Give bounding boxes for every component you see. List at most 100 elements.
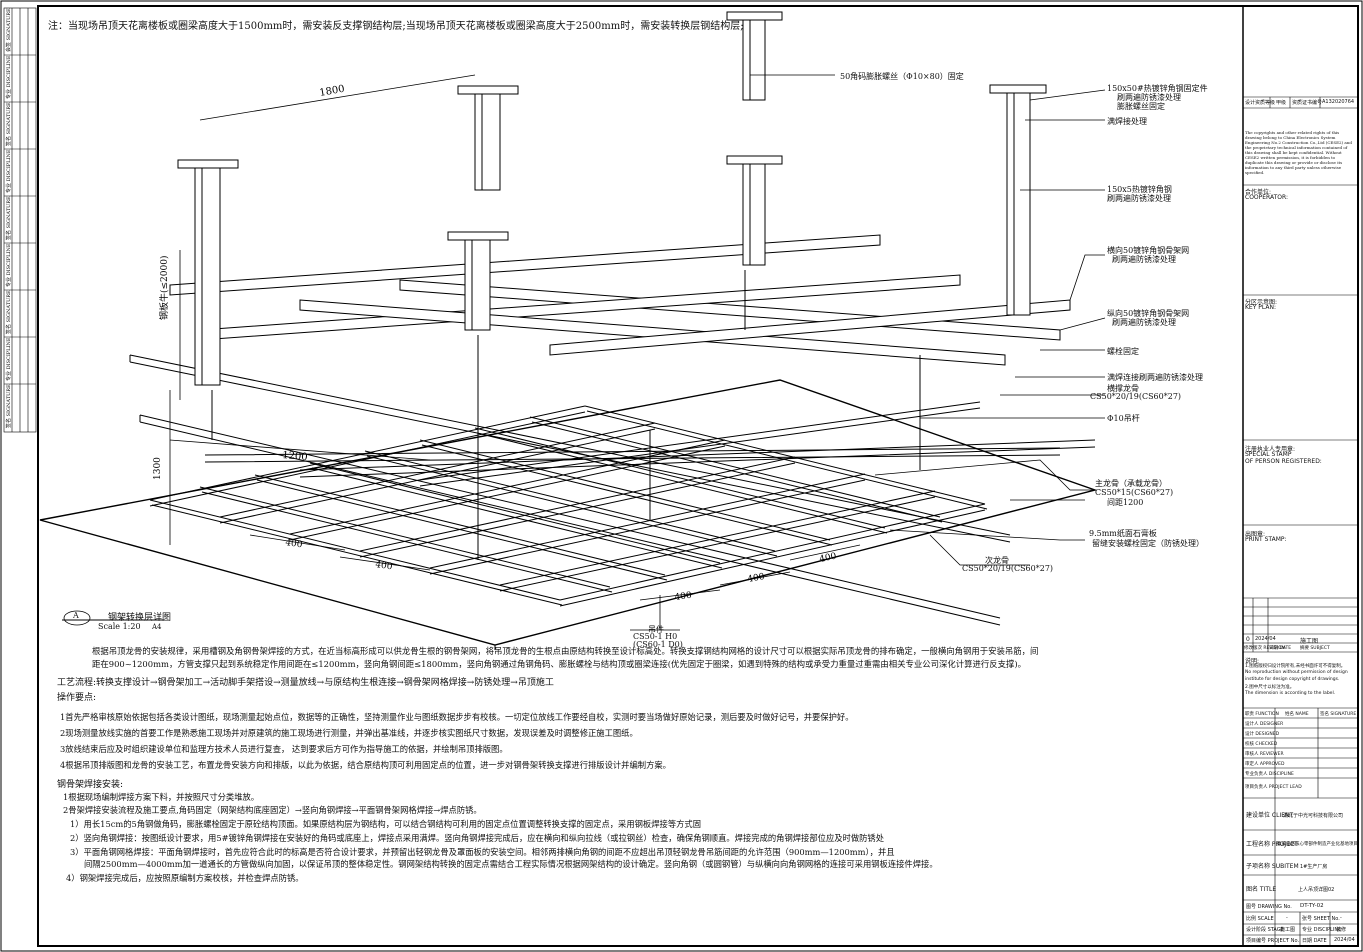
callout-weld-conn: 满焊连接刷两遍防锈漆处理: [1107, 373, 1203, 382]
tb-cert-value: A132020764: [1322, 99, 1355, 105]
ops-item: 3放线结束后应及时组织建设单位和监理方技术人员进行复查， 达到要求后方可作为指导…: [60, 744, 508, 754]
tb-note: institute for design copyright of drawin…: [1245, 677, 1340, 682]
process-flow: 工艺流程:转换支撑设计→钢骨架加工→活动脚手架搭设→测量放线→与原结构生根连接→…: [57, 678, 554, 688]
tb-sign-h1: 职责 FUNCTION: [1245, 712, 1279, 717]
tb-rev-h3: 摘要 SUBJECT: [1300, 646, 1330, 651]
main-keels: [129, 354, 1096, 626]
weld-item: 1根据现场编制焊接方案下料，并按照尺寸分类堆放。: [63, 792, 260, 802]
tb-disc-label: 专业 DISCIPLINE: [1302, 927, 1342, 933]
ops-title: 操作要点:: [57, 693, 97, 703]
dim-400-e: 400: [819, 552, 838, 565]
callout-v-frame-1: 纵向50镀锌角钢骨架网: [1107, 309, 1190, 318]
tb-grade-label: 设计资质等级: [1245, 100, 1276, 106]
weld-item: 2骨架焊接安装流程及施工要点,角码固定（网架结构底座固定）→竖向角钢焊接→平面钢…: [63, 805, 482, 815]
strip-label: 会签 SIGNATURE: [5, 8, 12, 52]
tb-drawno-value: DT-TY-02: [1300, 903, 1324, 909]
tb-sheet-value: -: [1340, 915, 1342, 921]
tb-disc-value: 装修: [1336, 927, 1347, 933]
callout-angle-fix-1: 150x50#热镀锌角钢固定件: [1107, 84, 1208, 93]
left-signature-strip: [3, 7, 37, 433]
detail-symbol: A: [73, 611, 79, 620]
tb-role: 设计人 DESIGNER: [1245, 722, 1284, 727]
dim-1200: 1200: [282, 450, 308, 463]
dim-1300: 1300: [153, 457, 163, 480]
weld-item: 3）平面角钢网格焊接：平面角钢焊接时，首先应符合此时的标高是否符合设计要求，并预…: [70, 847, 895, 857]
weld-title: 钢骨架焊接安装:: [57, 780, 124, 790]
tb-sheet-label: 张号 SHEET No.: [1302, 916, 1340, 922]
tb-cooperator-cn: 合作单位:: [1245, 189, 1272, 196]
vertical-posts: [177, 11, 1047, 386]
tb-cert-label: 资质证书编号: [1292, 100, 1323, 106]
tb-stage-label: 设计阶段 STAGE: [1246, 927, 1284, 933]
callout-weld-full: 满焊接处理: [1107, 117, 1147, 126]
tb-project-value: 集成电路核心零部件制造产业化基地项目: [1277, 842, 1358, 847]
tb-rev-h2: 日期 DATE: [1269, 646, 1292, 651]
callout-h-frame-2: 刷两遍防锈漆处理: [1112, 255, 1176, 264]
tb-keyplan-en: KEY PLAN:: [1245, 304, 1277, 311]
weld-item: 2）竖向角钢焊接：按图纸设计要求，用5#镀锌角钢焊接在安装好的角码或底座上，焊接…: [70, 833, 885, 843]
top-note: 注：当现场吊顶天花离楼板或圈梁高度大于1500mm时，需安装反支撑钢结构层;当现…: [48, 21, 744, 32]
tb-keyplan-cn: 分区示意图:: [1245, 299, 1278, 306]
tb-title-value: 上人吊顶详图02: [1298, 887, 1335, 893]
tb-role: 审核人 REVIEWER: [1245, 752, 1284, 757]
weld-item: 间隔2500mm—4000mm加一道通长的方管做纵向加固，以保证吊顶的整体稳定性…: [84, 859, 938, 869]
tb-note: 1.图纸版权归设计院所有,未经书面许可不得复制。: [1245, 664, 1346, 669]
callout-angle-fix-2: 刷两遍防锈漆处理: [1117, 93, 1181, 102]
strip-label: 签名 SIGNATURE: [5, 384, 12, 428]
tb-stamp-en-2: OF PERSON REGISTERED:: [1245, 458, 1322, 465]
tb-stage-value: 施工图: [1280, 927, 1296, 933]
tb-grade-value: 甲级: [1276, 100, 1287, 106]
callout-cross-keel-2: CS50*20/19(CS60*27): [1090, 392, 1182, 401]
dim-2000: 钢板牛(≤2000): [158, 256, 170, 320]
hanging-rods: [211, 270, 921, 560]
callout-angle-steel-2: 刷两遍防锈漆处理: [1107, 194, 1171, 203]
tb-cooperator-en: COOPERATOR:: [1245, 194, 1289, 201]
ops-item: 4根据吊顶排版图和龙骨的安装工艺，布置龙骨安装方向和排版，以此为依据，结合原结构…: [60, 760, 671, 770]
keel-grid: [149, 405, 988, 607]
callout-gypsum-1: 9.5mm纸面石膏板: [1089, 529, 1157, 538]
ops-item: 2现场测量放线实施的首要工作是熟悉施工现场并对原建筑的施工现场进行测量，并弹出基…: [60, 728, 638, 738]
tb-note: No reproduction without permission of de…: [1245, 670, 1348, 675]
callout-main-keel-1: 主龙骨（承载龙骨）: [1095, 479, 1167, 488]
tb-sign-h2: 姓名 NAME: [1285, 712, 1309, 717]
tb-rev-h1: 修改版次 REVISION: [1244, 646, 1285, 651]
tb-scale-label: 比例 SCALE: [1246, 916, 1274, 922]
dim-400-c: 400: [674, 591, 693, 603]
left-strip-labels: 会签 SIGNATURE 专业 DISCIPLINE 签名 SIGNATURE …: [5, 8, 12, 428]
tb-print-cn: 出图章:: [1245, 531, 1266, 538]
steel-frame: [169, 234, 1071, 366]
ops-item: 1首先严格审核原始依据包括各类设计图纸，现场测量起始点位，数据等的正确性，坚持测…: [60, 712, 854, 722]
callout-main-keel-3: 间距1200: [1107, 498, 1144, 507]
callout-bolt: 50角码膨胀螺丝（Φ10×80）固定: [840, 72, 964, 81]
tb-note: The dimension is according to the label.: [1245, 691, 1336, 696]
dim-1800: 1800: [319, 84, 346, 99]
tb-client-value: 湖北亍中光可科技有限公司: [1283, 813, 1344, 819]
callout-main-keel-2: CS50*15(CS60*27): [1095, 488, 1174, 497]
description-line: 距在900~1200mm，方管支撑只起到系统稳定作用间距在≤1200mm，竖向角…: [92, 659, 1027, 669]
titleblock-grid: [1243, 96, 1358, 946]
callout-sub-keel-1: 次龙骨: [985, 556, 1009, 565]
strip-label: 专业 DISCIPLINE: [5, 55, 12, 99]
tb-client-label: 建设单位 CLIENT: [1246, 812, 1294, 819]
tb-date-value: 2024/04: [1334, 937, 1355, 943]
tb-stamp-cn: 注册执业人专用章:: [1245, 446, 1296, 453]
callout-h-frame-1: 横向50镀锌角钢骨架网: [1107, 246, 1190, 255]
strip-label: 专业 DISCIPLINE: [5, 337, 12, 381]
dim-400-d: 400: [747, 572, 766, 585]
callout-gypsum-2: 留缝安装螺栓固定（防锈处理）: [1092, 539, 1204, 548]
weld-item: 1）用长15cm的5角钢做角码，膨胀螺栓固定于原砼结构顶面。如果原结构层为钢结构…: [70, 819, 702, 829]
callout-cross-keel-1: 横撑龙骨: [1107, 384, 1139, 393]
strip-label: 专业 DISCIPLINE: [5, 243, 12, 287]
tb-role: 专业负责人 DISCIPLINE: [1245, 772, 1294, 777]
dimension-lines: [169, 74, 861, 601]
tb-rev-date: 2024/04: [1255, 636, 1276, 642]
detail-scale: Scale 1:20: [98, 622, 141, 631]
tb-projno-value: -: [1286, 937, 1288, 943]
callout-v-frame-2: 刷两遍防锈漆处理: [1112, 318, 1176, 327]
tb-drawno-label: 图号 DRAWING No.: [1246, 904, 1292, 910]
tb-note: 2.图中尺寸以标注为准。: [1245, 685, 1295, 690]
strip-label: 签名 SIGNATURE: [5, 196, 12, 240]
